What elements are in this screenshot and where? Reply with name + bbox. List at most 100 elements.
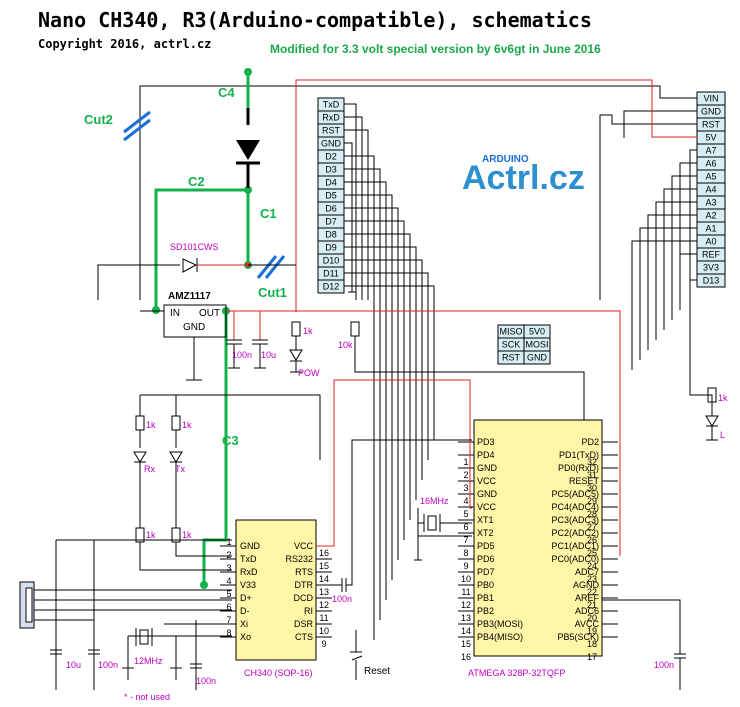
led-l-icon [705, 387, 719, 441]
atmega-pin-aref: AREF [575, 593, 600, 603]
icsp-mosi: MOSI [525, 340, 548, 350]
atmega-pin-num: 26 [587, 535, 597, 545]
right-header-bus [139, 79, 713, 410]
modification-note: Modified for 3.3 volt special version by… [270, 42, 601, 56]
regulator-amz1117: IN OUT GND AMZ1117 [140, 291, 621, 556]
xtal-16mhz-icon [414, 508, 472, 561]
atmega-pin-pc4(adc4): PC4(ADC4) [551, 502, 599, 512]
ch340-pin-vcc: VCC [294, 541, 314, 551]
right-pin-a7: A7 [705, 146, 716, 156]
right-pin-a0: A0 [705, 237, 716, 247]
atmega-pin-pb3(mosi): PB3(MOSI) [477, 619, 523, 629]
cut-mark-icon [123, 110, 286, 279]
atmega-pin-num: 27 [587, 522, 597, 532]
ch340-pin-num: 6 [226, 602, 231, 612]
aref-cap [602, 599, 686, 690]
cap-10u-b: 10u [66, 660, 81, 670]
ch340-pin-rs232: RS232 [285, 554, 313, 564]
atmega-pin-agnd: AGND [573, 580, 600, 590]
ch340-pin-d-: D- [240, 606, 250, 616]
xtal-12mhz-label: 12MHz [134, 656, 163, 666]
left-pin-gnd: GND [321, 139, 342, 149]
atmega-pin-vcc: VCC [477, 502, 497, 512]
res-1k-l: 1k [718, 393, 728, 403]
led-pow-label: POW [298, 368, 320, 378]
atmega-pin-num: 5 [463, 509, 468, 519]
xtal-12mhz-icon [122, 620, 232, 690]
left-pin-d6: D6 [325, 204, 337, 214]
atmega-pin-pd0(rxd): PD0(RxD) [558, 463, 599, 473]
right-pin-rst: RST [702, 120, 721, 130]
icsp-miso: MISO [499, 327, 522, 337]
ch340-pin-xo: Xo [240, 632, 251, 642]
left-pin-d10: D10 [323, 256, 340, 266]
left-pin-d4: D4 [325, 178, 337, 188]
ch340-body [235, 519, 317, 661]
left-pin-d11: D11 [323, 269, 339, 279]
label-c1: C1 [260, 206, 277, 221]
icsp-cell [523, 350, 551, 365]
power-led-icon [289, 321, 303, 373]
left-header-bus [344, 103, 435, 640]
atmega-pin-num: 2 [463, 470, 468, 480]
power-diode-icon [236, 108, 260, 188]
atmega-body [473, 419, 603, 657]
reset-label: Reset [364, 666, 390, 677]
right-pin-ref: REF [702, 250, 721, 260]
ch340-pin-num: 3 [226, 563, 231, 573]
ch340-name: CH340 (SOP-16) [244, 668, 313, 678]
atmega-pin-pc0(adc0): PC0(ADC0) [551, 554, 599, 564]
left-pin-d9: D9 [325, 243, 337, 253]
ch340-pin-dtr: DTR [295, 580, 314, 590]
atmega-pin-pc2(adc2): PC2(ADC2) [551, 528, 599, 538]
right-pin-a3: A3 [705, 198, 716, 208]
ch340-pin-num: 12 [319, 600, 329, 610]
atmega-pin-num: 32 [587, 457, 597, 467]
ch340-pin-num: 4 [226, 576, 231, 586]
ch340-pin-num: 13 [319, 587, 329, 597]
atmega-pin-num: 20 [587, 613, 597, 623]
reg-in-label: IN [170, 308, 180, 319]
ch340-pin-xi: Xi [240, 619, 248, 629]
led-tx-label: Tx [175, 464, 185, 474]
atmega-chip: PD31PD42GND3VCC4GND5VCC6XT17XT28PD59PD61… [458, 419, 618, 662]
ch340-pin-num: 11 [319, 613, 328, 623]
left-pin-txd: TxD [323, 100, 340, 110]
atmega-pin-num: 23 [587, 574, 597, 584]
atmega-pin-adc6: ADC6 [575, 606, 599, 616]
ch340-pin-num: 1 [226, 537, 231, 547]
atmega-pin-num: 7 [463, 535, 468, 545]
right-pin-a4: A4 [705, 185, 716, 195]
atmega-pin-gnd: GND [477, 463, 498, 473]
atmega-pin-pc1(adc1): PC1(ADC1) [551, 541, 599, 551]
left-pin-rxd: RxD [322, 113, 340, 123]
cap-100n-c: 100n [196, 676, 216, 686]
atmega-pin-xt1: XT1 [477, 515, 494, 525]
atmega-pin-num: 16 [461, 652, 471, 662]
logo-arduino-text: ARDUINO [482, 154, 529, 165]
ch340-pin-rts: RTS [295, 567, 313, 577]
ch340-pin-gnd: GND [240, 541, 261, 551]
left-pin-d5: D5 [325, 191, 337, 201]
atmega-pin-num: 30 [587, 483, 597, 493]
ch340-pin-txd: TxD [240, 554, 257, 564]
atmega-pin-num: 12 [461, 600, 471, 610]
actrl-logo: ARDUINO Actrl.cz [462, 154, 585, 197]
atmega-pin-pd5: PD5 [477, 541, 495, 551]
atmega-pin-num: 3 [463, 483, 468, 493]
right-pin-3v3: 3V3 [703, 263, 719, 273]
label-cut1: Cut1 [258, 285, 287, 300]
regulator-output-caps [226, 311, 268, 369]
atmega-pin-pc3(adc3): PC3(ADC3) [551, 515, 599, 525]
atmega-pin-num: 10 [461, 574, 471, 584]
label-c4: C4 [218, 85, 235, 100]
led-rx-label: Rx [144, 464, 155, 474]
ch340-pin-num: 16 [319, 548, 329, 558]
atmega-pin-num: 17 [587, 652, 597, 662]
atmega-pin-num: 14 [461, 626, 471, 636]
ch340-pin-v33: V33 [240, 580, 256, 590]
res-1k-b1: 1k [146, 530, 156, 540]
